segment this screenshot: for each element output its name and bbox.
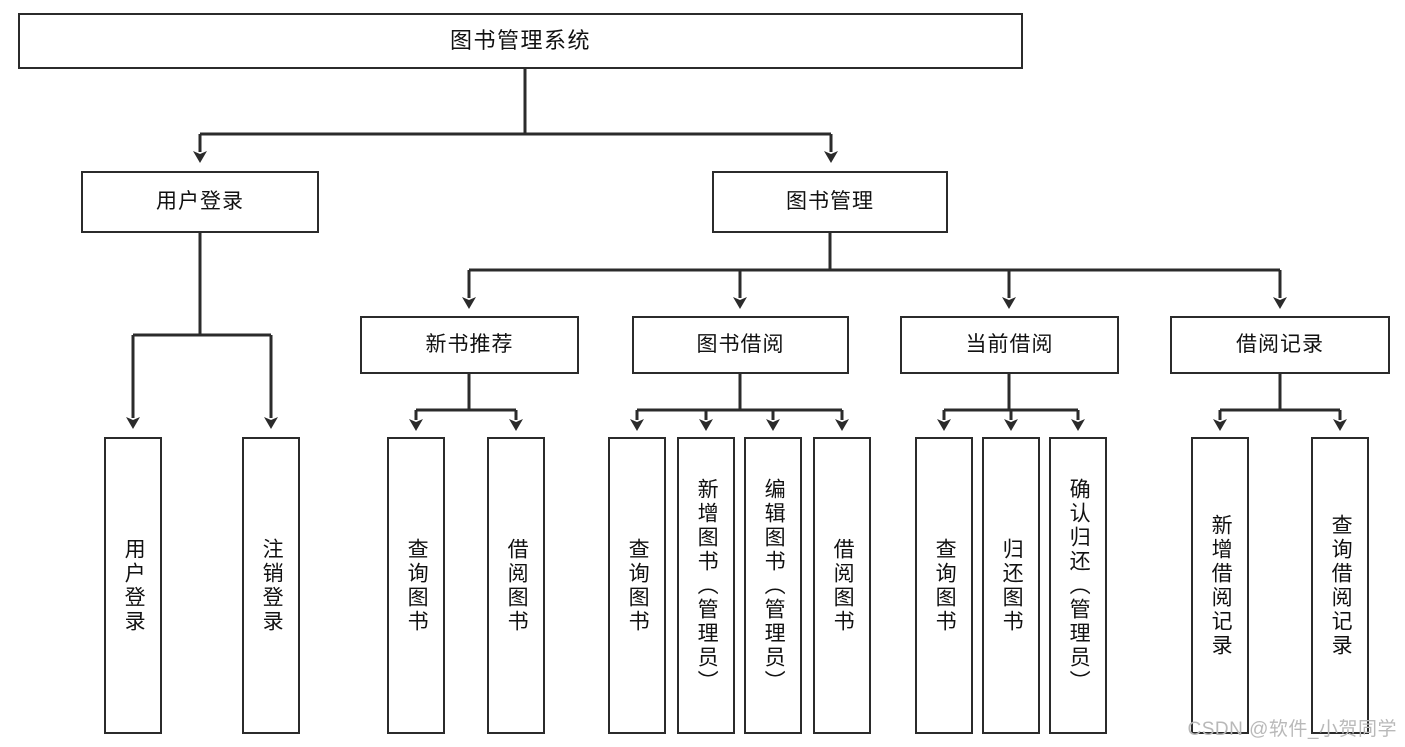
leaf-query-record[interactable]: 查询借阅记录 <box>1311 437 1369 734</box>
leaf-borrow-book-1-label: 借阅图书 <box>505 537 529 634</box>
leaf-add-record[interactable]: 新增借阅记录 <box>1191 437 1249 734</box>
node-new-book-recommend-label: 新书推荐 <box>425 332 514 356</box>
leaf-add-book-label: 新增图书（管理员） <box>695 477 719 694</box>
node-book-borrow-label: 图书借阅 <box>696 332 785 356</box>
node-current-borrow[interactable]: 当前借阅 <box>900 316 1119 374</box>
leaf-query-book-2[interactable]: 查询图书 <box>608 437 666 734</box>
leaf-user-logout-label: 注销登录 <box>260 537 284 634</box>
leaf-edit-book-label: 编辑图书（管理员） <box>762 477 786 694</box>
node-book-management-label: 图书管理 <box>786 189 874 213</box>
leaf-return-book-label: 归还图书 <box>1000 537 1024 634</box>
node-book-management[interactable]: 图书管理 <box>712 171 948 233</box>
leaf-borrow-book-1[interactable]: 借阅图书 <box>487 437 545 734</box>
node-new-book-recommend[interactable]: 新书推荐 <box>360 316 579 374</box>
node-borrow-record-label: 借阅记录 <box>1236 332 1324 356</box>
leaf-user-login-label: 用户登录 <box>122 537 146 634</box>
leaf-return-book[interactable]: 归还图书 <box>982 437 1040 734</box>
leaf-query-record-label: 查询借阅记录 <box>1329 513 1353 658</box>
leaf-add-book[interactable]: 新增图书（管理员） <box>677 437 735 734</box>
leaf-confirm-return[interactable]: 确认归还（管理员） <box>1049 437 1107 734</box>
leaf-user-login[interactable]: 用户登录 <box>104 437 162 734</box>
watermark: CSDN @软件_小贺同学 <box>1187 719 1397 740</box>
node-root[interactable]: 图书管理系统 <box>18 13 1023 69</box>
leaf-query-book-2-label: 查询图书 <box>626 537 650 634</box>
leaf-confirm-return-label: 确认归还（管理员） <box>1067 477 1091 694</box>
leaf-borrow-book-2-label: 借阅图书 <box>831 537 855 634</box>
leaf-edit-book[interactable]: 编辑图书（管理员） <box>744 437 802 734</box>
node-borrow-record[interactable]: 借阅记录 <box>1170 316 1390 374</box>
leaf-query-book-3[interactable]: 查询图书 <box>915 437 973 734</box>
node-current-borrow-label: 当前借阅 <box>965 332 1054 356</box>
leaf-query-book-1[interactable]: 查询图书 <box>387 437 445 734</box>
leaf-borrow-book-2[interactable]: 借阅图书 <box>813 437 871 734</box>
node-book-borrow[interactable]: 图书借阅 <box>632 316 849 374</box>
node-user-login-label: 用户登录 <box>156 189 244 213</box>
leaf-add-record-label: 新增借阅记录 <box>1209 513 1233 658</box>
node-root-label: 图书管理系统 <box>449 28 591 54</box>
node-user-login[interactable]: 用户登录 <box>81 171 319 233</box>
leaf-user-logout[interactable]: 注销登录 <box>242 437 300 734</box>
leaf-query-book-3-label: 查询图书 <box>933 537 957 634</box>
leaf-query-book-1-label: 查询图书 <box>405 537 429 634</box>
